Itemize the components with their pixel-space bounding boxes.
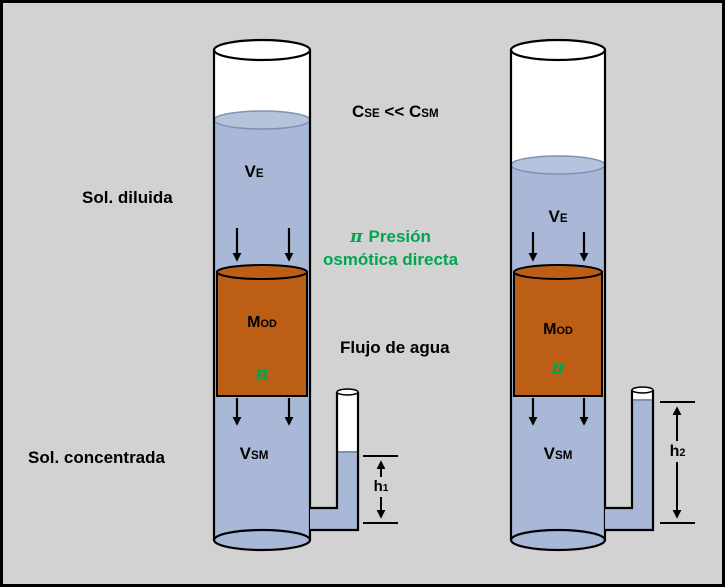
volume-symbol: V: [239, 444, 251, 463]
left-liquid-surface: [213, 110, 311, 130]
right-height-measure: [660, 401, 695, 524]
right-flow-arrows: [528, 232, 589, 426]
right-membrane: [513, 271, 603, 397]
height-symbol: h: [373, 478, 383, 495]
osmotic-pressure-line1: π Presión: [288, 226, 493, 249]
volume-symbol: V: [548, 207, 560, 226]
membrane-subscript: OD: [260, 318, 277, 330]
osmotic-pressure-line2: osmótica directa: [322, 249, 459, 269]
right-membrane-block: [513, 264, 603, 397]
right-mod-label: MOD: [511, 320, 605, 339]
volume-symbol: V: [543, 444, 555, 463]
left-cylinder-opening: [212, 38, 312, 62]
left-side-tube: [310, 388, 360, 532]
c-subscript-se: SE: [364, 108, 380, 120]
left-mod-label: MOD: [214, 313, 310, 332]
volume-subscript: E: [255, 168, 264, 180]
volume-subscript: SM: [555, 450, 573, 462]
right-height-label: h2: [662, 441, 693, 463]
height-symbol: h: [669, 443, 680, 460]
left-vsm-label: VSM: [206, 444, 302, 464]
right-cylinder-opening: [509, 38, 607, 62]
right-tube-outline: [605, 390, 655, 532]
pi-symbol: π: [350, 227, 363, 247]
osmotic-pressure-label: π Presión osmótica directa: [288, 226, 493, 272]
left-pi-label: π: [255, 364, 269, 384]
right-liquid-surface: [510, 155, 606, 175]
left-membrane: [216, 271, 308, 397]
much-less-than-operator: <<: [384, 102, 405, 121]
water-flow-label: Flujo de agua: [340, 338, 450, 357]
membrane-symbol: M: [247, 314, 261, 331]
left-tube-outline: [310, 392, 339, 510]
c-subscript-sm: SM: [421, 108, 439, 120]
volume-subscript: SM: [251, 450, 269, 462]
left-tube-empty: [337, 392, 358, 454]
left-tube-outline: [310, 392, 360, 532]
left-flow-arrows: [232, 228, 294, 426]
c-symbol: C: [352, 102, 365, 121]
left-ve-label: VE: [206, 162, 302, 182]
concentration-comparison: CSE << CSM: [352, 102, 439, 122]
left-height-label: h1: [366, 477, 396, 497]
volume-symbol: V: [244, 162, 256, 181]
left-membrane-top: [216, 264, 308, 280]
osmotic-pressure-text: Presión: [368, 227, 431, 246]
right-pi-label: π: [551, 358, 565, 378]
right-ve-label: VE: [511, 207, 605, 227]
right-membrane-top: [513, 264, 603, 280]
dilute-solution-label: Sol. diluida: [82, 188, 173, 207]
right-cylinder-bottom: [509, 528, 607, 552]
right-side-tube: [605, 386, 655, 532]
membrane-subscript: OD: [556, 325, 573, 337]
left-membrane-block: [216, 264, 308, 397]
left-tube-liquid: [310, 452, 358, 530]
left-tube-opening: [336, 388, 359, 396]
membrane-symbol: M: [543, 321, 557, 338]
height-subscript: 2: [679, 447, 686, 459]
right-tube-liquid: [605, 400, 653, 530]
right-tube-opening: [631, 386, 654, 394]
c-symbol: C: [409, 102, 422, 121]
concentrated-solution-label: Sol. concentrada: [28, 448, 165, 467]
volume-subscript: E: [559, 213, 568, 225]
height-subscript: 1: [382, 483, 389, 494]
right-vsm-label: VSM: [511, 444, 605, 464]
right-tube-outline: [605, 390, 634, 510]
left-cylinder-bottom: [212, 528, 312, 552]
